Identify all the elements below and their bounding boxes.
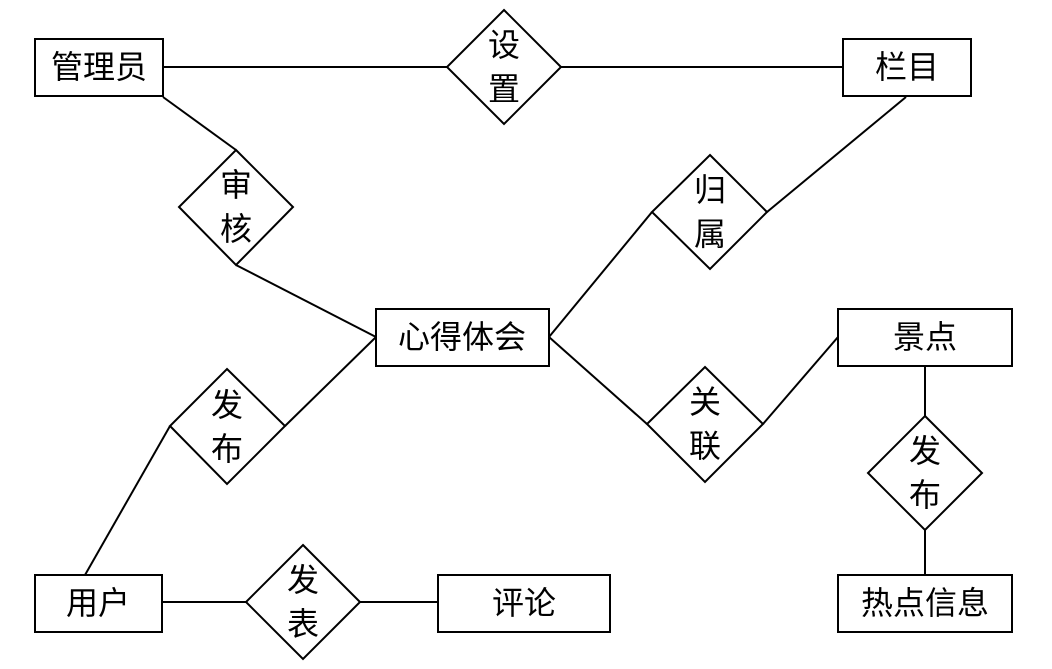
relationship-setup-label-2: 置: [488, 70, 520, 108]
entity-column: 栏目: [842, 38, 972, 97]
relationship-relate-label-2: 联: [689, 427, 721, 465]
edges: [84, 66, 926, 603]
entity-experience-label: 心得体会: [398, 318, 526, 356]
entity-comment: 评论: [437, 574, 611, 633]
relationship-publish-hotinfo: 发 布: [866, 414, 984, 532]
relationship-relate: 关 联: [645, 365, 765, 484]
entity-comment-label: 评论: [492, 584, 556, 622]
relationship-publish-hotinfo-label-2: 布: [909, 476, 941, 514]
relationship-relate-label-1: 关: [689, 383, 721, 421]
relationship-review-label-2: 核: [220, 210, 252, 248]
relationship-publish-experience-label-2: 布: [211, 430, 243, 468]
edge-column-belong: [766, 96, 907, 213]
entity-experience: 心得体会: [375, 308, 550, 367]
entity-admin-label: 管理员: [51, 48, 147, 86]
relationship-belong-label-1: 归: [694, 171, 726, 209]
relationship-review: 审 核: [177, 148, 295, 267]
relationship-publish-experience: 发 布: [168, 367, 287, 486]
entity-admin: 管理员: [34, 38, 164, 97]
relationship-publish-hotinfo-label-1: 发: [909, 432, 941, 470]
relationship-publish-comment: 发 表: [244, 543, 362, 661]
edge-review-experience: [235, 264, 377, 338]
entity-spot-label: 景点: [893, 318, 957, 356]
relationship-publish-comment-label-2: 表: [287, 605, 319, 643]
relationship-review-label-1: 审: [220, 166, 252, 204]
edge-publish-user: [84, 425, 171, 576]
edge-admin-review: [162, 96, 237, 151]
relationship-setup-label-1: 设: [488, 26, 520, 64]
relationship-publish-experience-label-1: 发: [211, 386, 243, 424]
edge-experience-relate: [548, 336, 648, 425]
relationship-belong-label-2: 属: [694, 215, 726, 253]
relationship-belong: 归 属: [650, 153, 769, 271]
edge-experience-publish: [284, 336, 377, 427]
edge-relate-spot: [762, 336, 839, 425]
entity-column-label: 栏目: [875, 48, 939, 86]
relationship-publish-comment-label-1: 发: [287, 561, 319, 599]
entity-spot: 景点: [837, 308, 1013, 367]
entity-user: 用户: [34, 574, 163, 633]
relationship-setup: 设 置: [445, 8, 563, 126]
entity-hotinfo-label: 热点信息: [861, 584, 989, 622]
entity-hotinfo: 热点信息: [837, 574, 1013, 633]
edge-belong-experience: [548, 211, 653, 338]
entity-user-label: 用户: [66, 584, 130, 622]
